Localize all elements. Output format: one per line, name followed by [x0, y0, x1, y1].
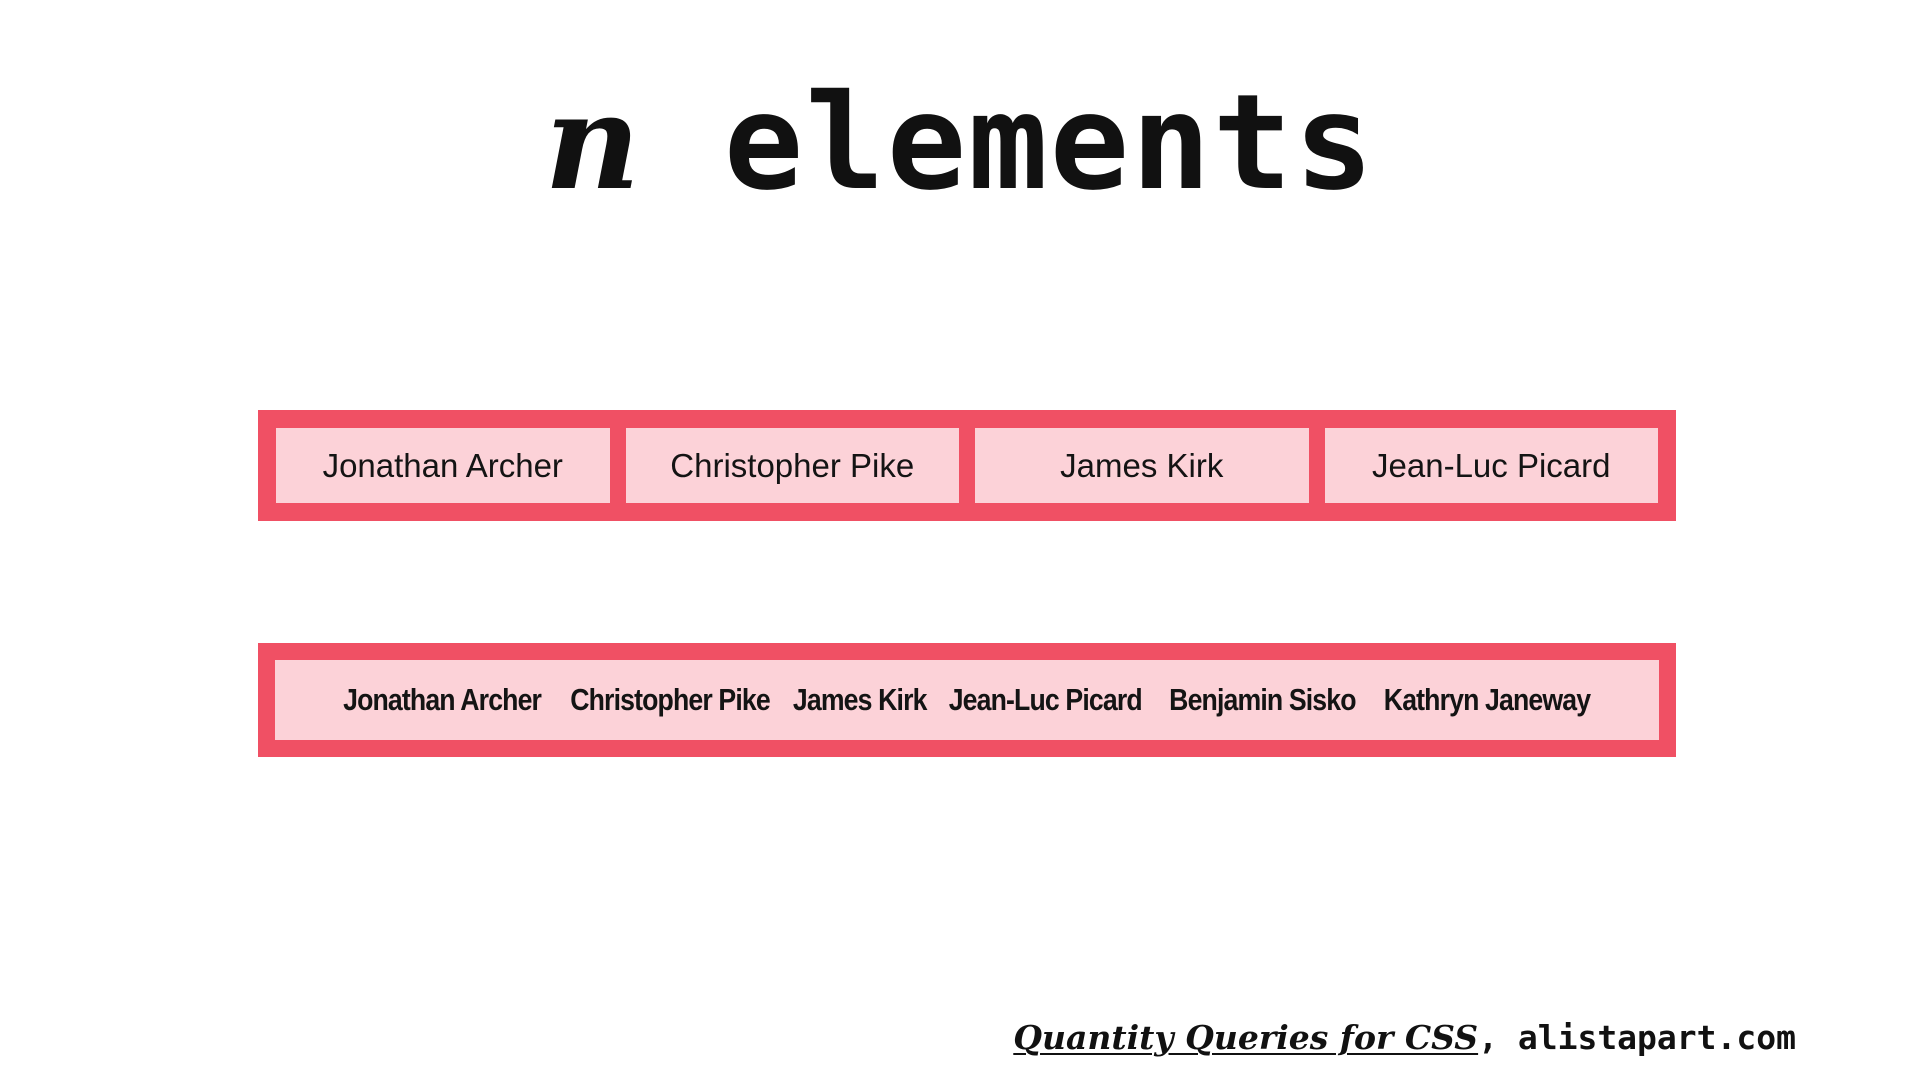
nav-six-items: Jonathan Archer Christopher Pike James K… [258, 643, 1676, 757]
nav-item-pike[interactable]: Christopher Pike [625, 428, 959, 503]
source-credit: Quantity Queries for CSS, alistapart.com [1013, 1018, 1796, 1057]
nav-item-picard[interactable]: Jean-Luc Picard [1324, 428, 1658, 503]
site-name: alistapart.com [1517, 1018, 1796, 1057]
nav-four-items: Jonathan Archer Christopher Pike James K… [258, 410, 1676, 521]
nav-six-inner: Jonathan Archer Christopher Pike James K… [275, 660, 1659, 740]
nav-item-kirk[interactable]: James Kirk [792, 682, 928, 717]
nav-item-archer[interactable]: Jonathan Archer [276, 428, 610, 503]
title-text: elements [723, 66, 1376, 220]
nav-item-picard[interactable]: Jean-Luc Picard [948, 682, 1143, 717]
nav-item-sisko[interactable]: Benjamin Sisko [1168, 682, 1356, 717]
article-link[interactable]: Quantity Queries for CSS [1013, 1018, 1479, 1057]
nav-item-archer[interactable]: Jonathan Archer [343, 682, 543, 717]
slide-title: n elements [0, 65, 1920, 220]
nav-item-janeway[interactable]: Kathryn Janeway [1383, 682, 1590, 717]
nav-item-pike[interactable]: Christopher Pike [569, 682, 770, 717]
title-variable: n [544, 65, 643, 220]
credit-separator: , [1478, 1018, 1498, 1057]
nav-item-kirk[interactable]: James Kirk [975, 428, 1309, 503]
